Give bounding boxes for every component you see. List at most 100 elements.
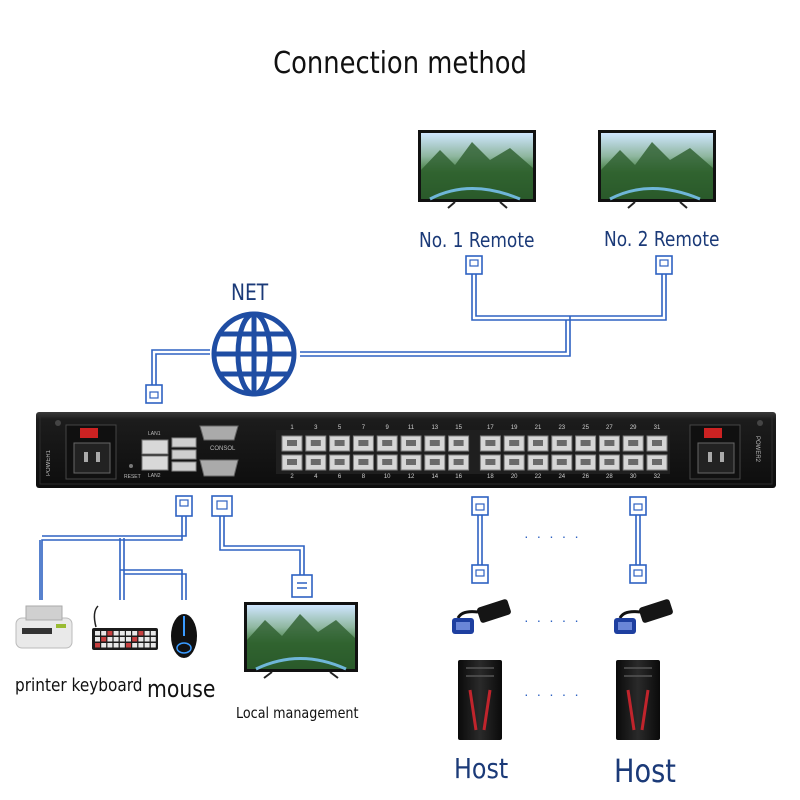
rj45-port-socket — [310, 440, 321, 446]
port-number-label: 11 — [408, 425, 415, 431]
rj45-port-socket — [406, 459, 416, 465]
rj45-port-socket — [628, 459, 639, 465]
host-label-2: Host — [614, 752, 676, 790]
port-number-label: 6 — [338, 474, 342, 480]
keyboard-key — [101, 643, 107, 648]
port-number-label: 16 — [455, 474, 462, 480]
port-number-label: 19 — [511, 425, 518, 431]
keyboard-key — [126, 637, 131, 642]
keyboard-key — [150, 643, 156, 648]
rj45-port-socket — [533, 440, 543, 446]
rj45-port-socket — [604, 440, 615, 446]
rj45-connector-host1-top — [471, 496, 489, 516]
keyboard-key — [113, 643, 119, 648]
port-number-label: 26 — [582, 474, 589, 480]
keyboard-icon — [92, 605, 158, 650]
rj45-port-socket — [453, 459, 464, 465]
port-number-label: 22 — [535, 474, 542, 480]
rj45-port-socket — [485, 459, 496, 465]
remote-1-label: No. 1 Remote — [419, 228, 535, 252]
dots-cables: · · · · · — [524, 528, 581, 544]
lan1-label: LAN1 — [148, 431, 161, 437]
port-number-label: 2 — [290, 474, 294, 480]
rj45-port-socket — [509, 459, 520, 465]
power2-label: POWER2 — [754, 436, 760, 463]
keyboard-key — [101, 631, 107, 636]
net-label: NET — [231, 281, 269, 306]
rj45-port-socket — [429, 459, 440, 465]
rj45-port-socket — [358, 459, 369, 465]
port-number-label: 15 — [455, 425, 462, 431]
vga-connector-bottom — [291, 574, 313, 598]
rj45-port-socket — [334, 440, 345, 446]
port-number-label: 21 — [535, 425, 542, 431]
port-number-label: 4 — [314, 474, 318, 480]
keyboard-key — [113, 631, 119, 636]
port-number-label: 18 — [487, 474, 494, 480]
host-tower-icon-1 — [458, 660, 502, 740]
keyboard-key — [126, 643, 131, 648]
rj45-port-socket — [580, 459, 591, 465]
keyboard-key — [150, 637, 156, 642]
rj45-port-socket — [556, 440, 567, 446]
keyboard-key — [107, 643, 113, 648]
port-number-label: 14 — [431, 474, 438, 480]
rj45-port-socket — [358, 440, 369, 446]
rj45-port-socket — [556, 459, 567, 465]
port-number-label: 13 — [431, 425, 438, 431]
rj45-connector-host1-bottom — [471, 564, 489, 584]
keyboard-key — [95, 637, 100, 642]
keyboard-key — [138, 643, 144, 648]
page-title: Connection method — [273, 46, 527, 81]
keyboard-key — [150, 631, 156, 636]
port-number-label: 20 — [511, 474, 518, 480]
rj45-port-socket — [628, 440, 639, 446]
keyboard-key — [144, 631, 150, 636]
globe-icon — [211, 311, 297, 397]
network-cables — [39, 272, 667, 600]
rj45-port-socket — [429, 440, 440, 446]
local-monitor — [244, 602, 358, 679]
rj45-connector-host2-bottom — [629, 564, 647, 584]
port-number-label: 27 — [606, 425, 613, 431]
rj45-connector-remote2 — [655, 255, 673, 275]
keyboard-key — [144, 637, 150, 642]
port-number-label: 32 — [654, 474, 661, 480]
kvm-adapter-icon-2 — [614, 599, 673, 634]
host-tower-icon-2 — [616, 660, 660, 740]
port-number-label: 28 — [606, 474, 613, 480]
keyboard-key — [101, 637, 107, 642]
host-label-1: Host — [454, 752, 509, 785]
port-number-label: 8 — [362, 474, 366, 480]
port-number-label: 31 — [654, 425, 661, 431]
vga-connector-top — [211, 495, 233, 517]
kvm-adapter-icon-1 — [452, 599, 511, 634]
keyboard-key — [144, 643, 150, 648]
port-number-label: 17 — [487, 425, 494, 431]
rj45-port-socket — [533, 459, 543, 465]
keyboard-key — [132, 637, 138, 642]
rj45-port-socket — [287, 459, 297, 465]
keyboard-key — [95, 631, 100, 636]
port-number-label: 7 — [362, 425, 366, 431]
port-number-label: 5 — [338, 425, 342, 431]
keyboard-key — [119, 637, 125, 642]
rj45-port-socket — [382, 440, 393, 446]
dots-adapters: · · · · · — [524, 612, 581, 628]
keyboard-key — [113, 637, 119, 642]
usb-connector — [175, 495, 193, 517]
keyboard-key — [126, 631, 131, 636]
rj45-port-socket — [652, 459, 662, 465]
keyboard-key — [107, 631, 113, 636]
rj45-port-socket — [509, 440, 520, 446]
rj45-connector-lan — [145, 384, 163, 404]
local-management-label: Local management — [236, 704, 359, 722]
remote-2-label: No. 2 Remote — [604, 227, 720, 251]
rj45-port-socket — [652, 440, 662, 446]
keyboard-key — [138, 637, 144, 642]
power1-label: POWER1 — [46, 449, 52, 476]
rj45-port-socket — [287, 440, 297, 446]
rj45-connector-host2-top — [629, 496, 647, 516]
mouse-label: mouse — [147, 675, 216, 703]
keyboard-key — [119, 643, 125, 648]
